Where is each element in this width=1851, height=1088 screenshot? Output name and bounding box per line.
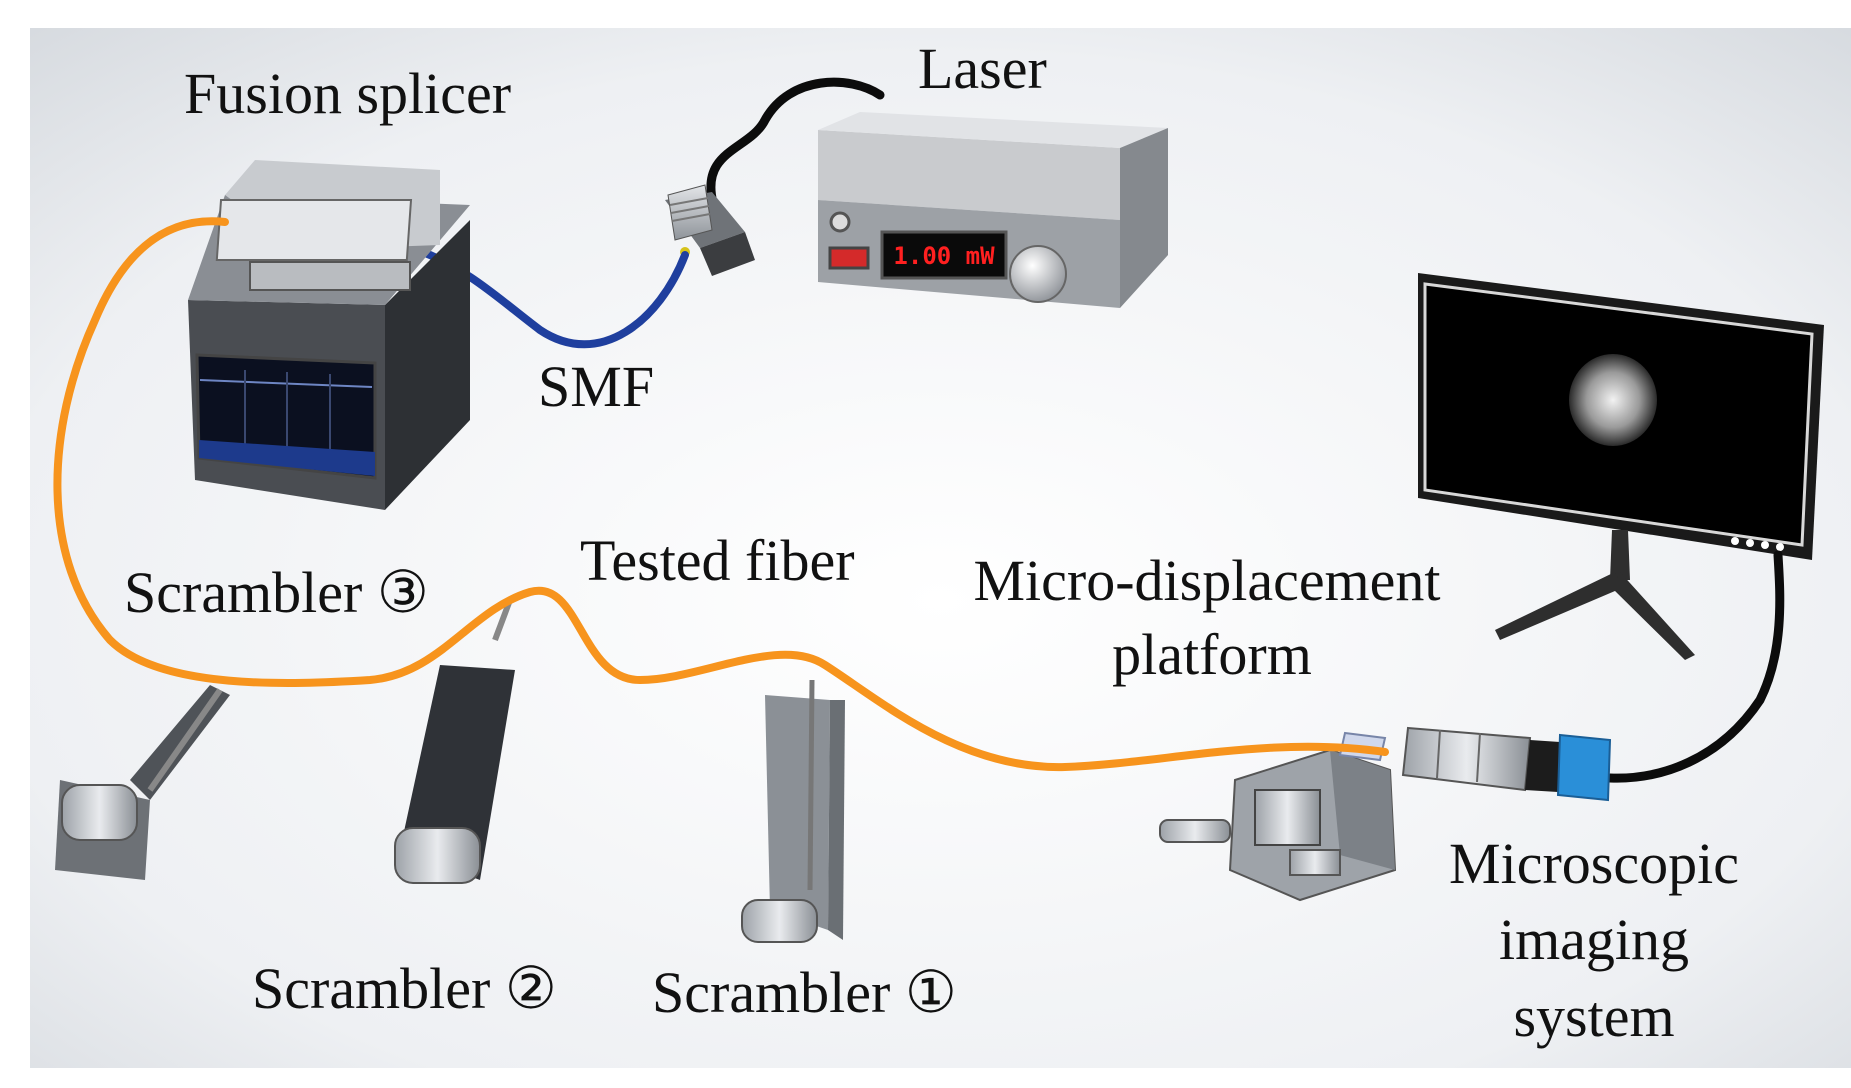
fusion-splicer <box>188 160 470 510</box>
camera-body <box>1556 733 1612 802</box>
splicer-screen <box>195 353 377 480</box>
label-micro-displacement-2: platform <box>1112 622 1312 687</box>
camera-cable <box>1605 550 1785 783</box>
label-scrambler-3: Scrambler ③ <box>124 560 429 625</box>
label-scrambler-2: Scrambler ② <box>252 956 557 1021</box>
scrambler-2-device <box>394 598 515 884</box>
label-scrambler-1: Scrambler ① <box>652 960 957 1025</box>
fiber-coupler <box>665 184 755 276</box>
monitor <box>1418 273 1824 660</box>
laser-cable <box>706 77 885 208</box>
microscope-camera <box>1401 726 1612 802</box>
speckle-pattern <box>1569 354 1657 446</box>
label-smf: SMF <box>538 354 654 419</box>
laser-display-readout: 1.00 mW <box>893 242 995 270</box>
laser-display <box>880 230 1008 280</box>
label-laser: Laser <box>918 36 1047 101</box>
label-microscopic-2: imaging <box>1499 907 1689 972</box>
scrambler-1-device <box>741 679 845 943</box>
label-fusion-splicer: Fusion splicer <box>184 61 511 126</box>
label-tested-fiber: Tested fiber <box>580 528 855 593</box>
tested-fiber <box>53 217 1389 772</box>
laser-knob <box>1009 245 1067 303</box>
label-microscopic-3: system <box>1513 984 1674 1049</box>
label-micro-displacement-1: Micro-displacement <box>973 548 1440 613</box>
scrambler-3-device <box>55 685 230 880</box>
laser-power-icon <box>829 211 851 233</box>
label-microscopic-1: Microscopic <box>1449 831 1739 896</box>
laser-red-button <box>828 246 870 270</box>
laser-unit: 1.00 mW <box>818 112 1168 308</box>
